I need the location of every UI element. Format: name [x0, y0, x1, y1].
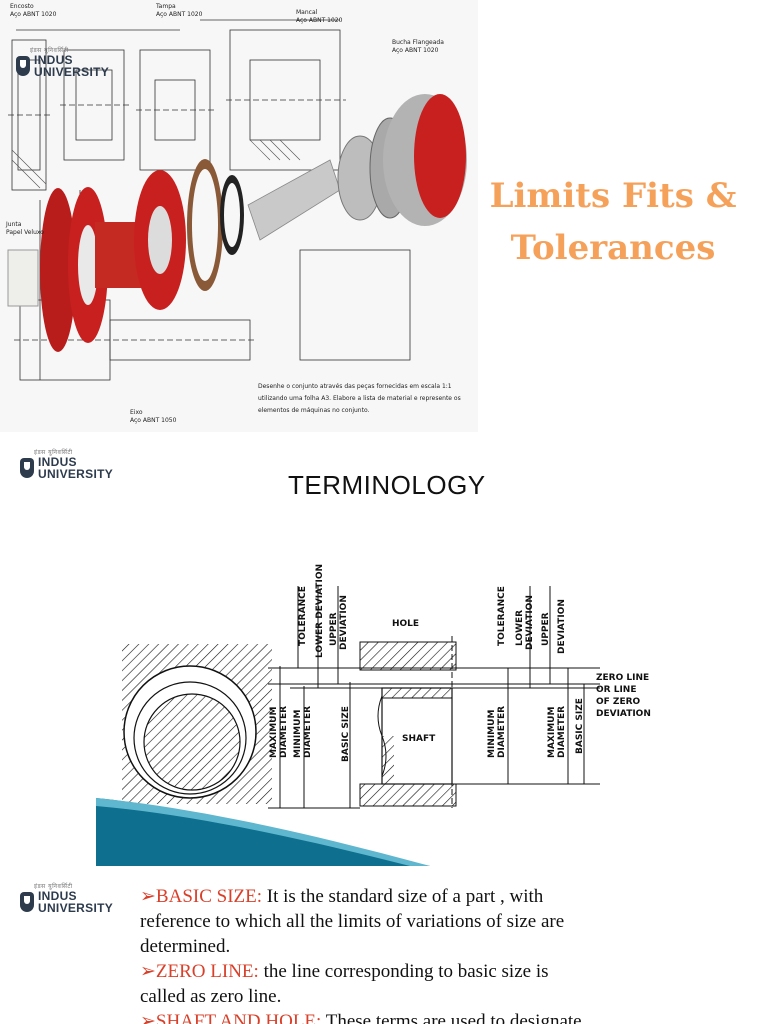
assembly-drawing: Encosto Aço ABNT 1020 Tampa Aço ABNT 102…: [0, 0, 478, 432]
logo-hindi-text: इंडस युनिवर्सिटी: [34, 449, 73, 456]
label-diameter: DIAMETER: [279, 706, 289, 758]
slide-limits-fits-tolerances: Encosto Aço ABNT 1020 Tampa Aço ABNT 102…: [0, 0, 768, 432]
university-logo: इंडस युनिवर्सिटी INDUS UNIVERSITY: [20, 882, 113, 914]
logo-shield-icon: [20, 892, 34, 912]
logo-hindi-text: इंडस युनिवर्सिटी: [30, 47, 69, 54]
label-minimum: MINIMUM: [487, 710, 497, 758]
term-shaft-and-hole: SHAFT AND HOLE:: [155, 1011, 322, 1024]
definition-text: It is the standard size of a part , with: [262, 886, 544, 907]
logo-line2: UNIVERSITY: [34, 65, 110, 79]
label-shaft: SHAFT: [402, 734, 436, 744]
label-upper-deviation-1: UPPER: [329, 612, 339, 646]
label-basic-size: BASIC SIZE: [575, 698, 585, 754]
slide-title-line2: Tolerances: [510, 228, 716, 268]
drawing-label: Aço ABNT 1050: [130, 417, 177, 424]
drawing-label: Aço ABNT 1020: [392, 47, 439, 54]
definition-text: called as zero line.: [140, 986, 282, 1007]
label-hole: HOLE: [392, 619, 419, 629]
label-tolerance: TOLERANCE: [298, 586, 308, 646]
logo-shield-icon: [20, 458, 34, 478]
drawing-note: utilizando uma folha A3. Elabore a lista…: [258, 395, 461, 402]
label-deviation: DEVIATION: [557, 599, 567, 654]
label-zero-line: DEVIATION: [596, 709, 651, 719]
drawing-label: Eixo: [130, 409, 143, 416]
label-zero-line: ZERO LINE: [596, 673, 649, 683]
label-lower-deviation: LOWER DEVIATION: [315, 564, 325, 658]
drawing-label: Mancal: [296, 9, 318, 16]
label-upper-deviation-2: DEVIATION: [339, 595, 349, 650]
arrow-bullet-icon: ➢: [140, 961, 156, 982]
arrow-bullet-icon: ➢: [140, 886, 156, 907]
logo-shield-icon: [16, 56, 30, 76]
logo-line1: INDUS: [38, 889, 77, 903]
slide-title: Limits Fits & Tolerances: [478, 170, 748, 274]
definition-text: the line corresponding to basic size is: [258, 961, 549, 982]
drawing-label: Aço ABNT 1020: [296, 17, 343, 24]
logo-line2: UNIVERSITY: [38, 901, 114, 915]
drawing-label: Papel Veluxo: [6, 229, 44, 236]
logo-line2: UNIVERSITY: [38, 467, 114, 481]
definition-text: These terms are used to designate: [321, 1011, 582, 1024]
logo-line1: INDUS: [38, 455, 77, 469]
label-diameter: DIAMETER: [303, 706, 313, 758]
drawing-note: Desenhe o conjunto através das peças for…: [258, 383, 452, 390]
label-minimum: MINIMUM: [293, 710, 303, 758]
logo-hindi-text: इंडस युनिवर्सिटी: [34, 883, 73, 890]
label-diameter: DIAMETER: [497, 706, 507, 758]
label-basic-size: BASIC SIZE: [341, 706, 351, 762]
drawing-label: Aço ABNT 1020: [156, 11, 203, 18]
slide-terminology: इंडस युनिवर्सिटी INDUS UNIVERSITY TERMIN…: [0, 436, 768, 866]
drawing-label: Junta: [5, 221, 22, 228]
term-zero-line: ZERO LINE:: [155, 961, 259, 982]
definitions-text: ➢BASIC SIZE: It is the standard size of …: [140, 884, 740, 1024]
logo-line1: INDUS: [34, 53, 73, 67]
university-logo: इंडस युनिवर्सिटी INDUS UNIVERSITY: [20, 448, 113, 480]
drawing-label: Encosto: [10, 3, 34, 10]
label-zero-line: OR LINE: [596, 685, 636, 695]
label-lower: LOWER: [515, 610, 525, 646]
slide-definitions: इंडस युनिवर्सिटी INDUS UNIVERSITY ➢BASIC…: [0, 872, 768, 1024]
drawing-label: Aço ABNT 1020: [10, 11, 57, 18]
slide-title-line1: Limits Fits &: [489, 176, 737, 216]
tolerance-diagram: TOLERANCE LOWER DEVIATION UPPER DEVIATIO…: [96, 564, 651, 866]
university-logo: इंडस युनिवर्सिटी INDUS UNIVERSITY: [16, 46, 109, 78]
label-deviation: DEVIATION: [525, 595, 535, 650]
definition-text: reference to which all the limits of var…: [140, 911, 565, 932]
label-tolerance: TOLERANCE: [497, 586, 507, 646]
drawing-label: Bucha Flangeada: [392, 39, 444, 46]
arrow-bullet-icon: ➢: [140, 1011, 156, 1024]
label-maximum: MAXIMUM: [547, 707, 557, 758]
drawing-note: elementos de máquinas no conjunto.: [258, 407, 370, 414]
label-zero-line: OF ZERO: [596, 697, 641, 707]
term-basic-size: BASIC SIZE:: [155, 886, 263, 907]
slide-title: TERMINOLOGY: [288, 470, 486, 500]
definition-text: determined.: [140, 936, 231, 957]
label-diameter: DIAMETER: [557, 706, 567, 758]
label-upper: UPPER: [541, 612, 551, 646]
drawing-label: Tampa: [155, 3, 176, 10]
label-maximum: MAXIMUM: [269, 707, 279, 758]
